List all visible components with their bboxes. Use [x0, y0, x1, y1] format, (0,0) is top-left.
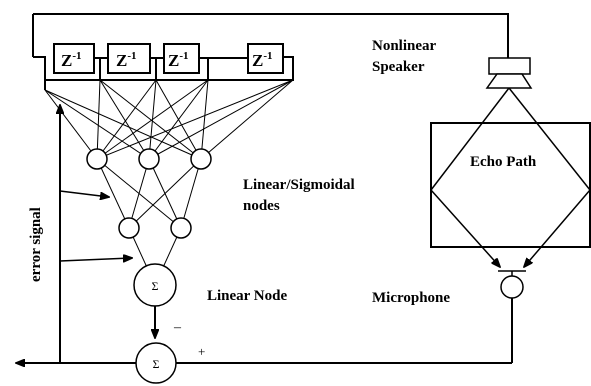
- summing-node: [135, 342, 177, 384]
- error-loop: [16, 105, 513, 363]
- delay-box-4: [247, 43, 284, 74]
- hidden-node: [190, 148, 212, 170]
- delay-label-1: Z: [61, 51, 72, 70]
- microphone-label: Microphone: [372, 290, 450, 306]
- echo-path-lines: [430, 87, 591, 267]
- svg-text:Z-1: Z-1: [61, 50, 82, 70]
- error-signal-label: error signal: [28, 207, 44, 282]
- hidden-layer-2: [118, 217, 192, 239]
- svg-text:Z-1: Z-1: [252, 50, 273, 70]
- hidden-nodes-label-line1: Linear/Sigmoidal: [243, 177, 355, 193]
- svg-text:Z-1: Z-1: [168, 50, 189, 70]
- linear-node: [133, 263, 177, 307]
- delay-label-3: Z: [168, 51, 179, 70]
- summing-node-sigma: Σ: [153, 357, 160, 371]
- delay-exp-4: -1: [263, 50, 272, 62]
- delay-box-labels: Z-1 Z-1 Z-1 Z-1: [61, 50, 273, 70]
- error-branch-arrows: [59, 190, 132, 261]
- hidden-node: [86, 148, 108, 170]
- delay-label-4: Z: [252, 51, 263, 70]
- delay-box-3: [163, 43, 200, 74]
- speaker-cone: [485, 73, 533, 89]
- hidden-node: [118, 217, 140, 239]
- linear-node-label: Linear Node: [207, 288, 287, 304]
- speaker-icon: [488, 57, 531, 75]
- hidden-nodes-label: Linear/Sigmoidal nodes: [243, 177, 358, 214]
- hidden-node: [170, 217, 192, 239]
- delay-box-1: [53, 43, 95, 74]
- svg-text:Z-1: Z-1: [116, 50, 137, 70]
- network-connections: [44, 79, 294, 286]
- speaker-label-line1: Nonlinear: [372, 38, 437, 54]
- delay-line-bus: [33, 56, 294, 81]
- delay-box-2: [107, 43, 151, 74]
- echo-path-label: Echo Path: [470, 154, 537, 170]
- minus-sign: –: [173, 320, 182, 335]
- linear-node-sigma: Σ: [152, 279, 159, 293]
- delay-label-2: Z: [116, 51, 127, 70]
- speaker-label-line2: Speaker: [372, 59, 425, 75]
- hidden-layer-1: [86, 148, 212, 170]
- hidden-nodes-label-line2: nodes: [243, 198, 280, 214]
- tapped-delay-line: [32, 13, 509, 90]
- speaker-label: Nonlinear Speaker: [372, 38, 440, 75]
- nonlinear-speaker: [485, 57, 533, 89]
- delay-exp-3: -1: [179, 50, 188, 62]
- delay-boxes: [53, 43, 284, 74]
- plus-sign: +: [198, 344, 205, 359]
- delay-exp-2: -1: [127, 50, 136, 62]
- delay-exp-1: -1: [72, 50, 81, 62]
- microphone-icon: [498, 270, 526, 299]
- signal-top-line: [33, 13, 509, 58]
- hidden-node: [138, 148, 160, 170]
- echo-path-box: [430, 122, 591, 248]
